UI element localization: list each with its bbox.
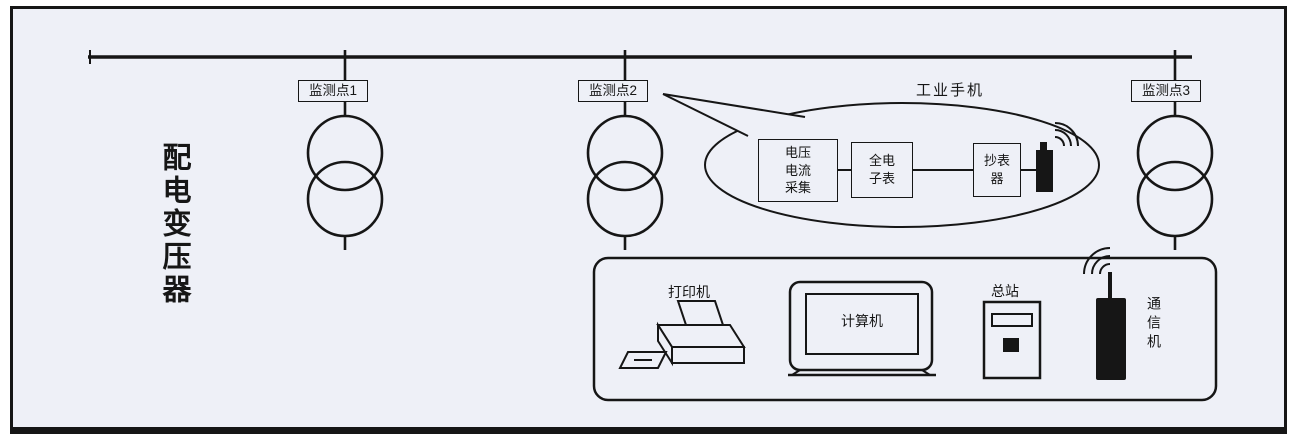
wireless-signal-icon-handheld bbox=[1054, 122, 1079, 147]
callout-tail-fill bbox=[663, 94, 805, 136]
master-station-label: 总站 bbox=[991, 283, 1019, 299]
monitor-point-3-label: 监测点3 bbox=[1131, 80, 1201, 102]
distribution-transformer-label: 配电变压器 bbox=[158, 142, 190, 307]
handheld-device-icon bbox=[1036, 142, 1053, 192]
electronic-meter-box: 全电 子表 bbox=[851, 142, 913, 198]
comm-unit-label: 通信机 bbox=[1146, 296, 1162, 353]
monitor-point-1-label: 监测点1 bbox=[298, 80, 368, 102]
master-station-icon bbox=[982, 300, 1042, 380]
computer-label: 计算机 bbox=[841, 313, 883, 329]
computer-icon bbox=[788, 280, 936, 377]
comm-device-icon bbox=[1096, 272, 1126, 380]
printer-label: 打印机 bbox=[668, 284, 710, 300]
transformer-symbol-2 bbox=[586, 50, 664, 250]
printer-icon bbox=[618, 300, 746, 369]
industrial-phone-label: 工业手机 bbox=[916, 82, 985, 99]
transformer-symbol-1 bbox=[306, 50, 384, 250]
callout-tail bbox=[662, 93, 806, 137]
monitor-point-2-label: 监测点2 bbox=[578, 80, 648, 102]
voltage-current-acquisition-box: 电压 电流 采集 bbox=[758, 139, 838, 202]
wireless-signal-icon-comm bbox=[1083, 247, 1111, 275]
meter-reader-box: 抄表 器 bbox=[973, 143, 1021, 197]
